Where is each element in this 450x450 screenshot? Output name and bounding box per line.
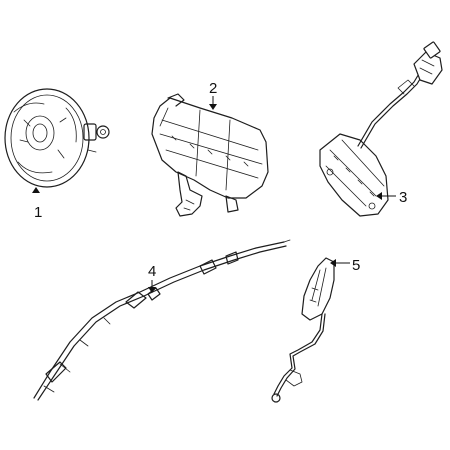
callout-3-label: 3 bbox=[399, 189, 407, 206]
part-4-curtain-airbag bbox=[33, 239, 291, 401]
callout-2: 2 bbox=[209, 80, 217, 110]
part-3-side-airbag bbox=[319, 41, 443, 217]
part-2-passenger-airbag bbox=[151, 93, 269, 217]
part-1-driver-airbag bbox=[4, 88, 110, 188]
callout-5: 5 bbox=[330, 257, 360, 274]
part-5-seat-airbag bbox=[271, 257, 335, 403]
callout-4-label: 4 bbox=[148, 263, 156, 280]
callout-3: 3 bbox=[376, 189, 407, 206]
callout-1: 1 bbox=[32, 187, 42, 221]
callout-1-label: 1 bbox=[34, 204, 42, 221]
callout-4: 4 bbox=[148, 263, 156, 293]
callout-5-label: 5 bbox=[352, 257, 360, 274]
callout-2-label: 2 bbox=[209, 80, 217, 97]
